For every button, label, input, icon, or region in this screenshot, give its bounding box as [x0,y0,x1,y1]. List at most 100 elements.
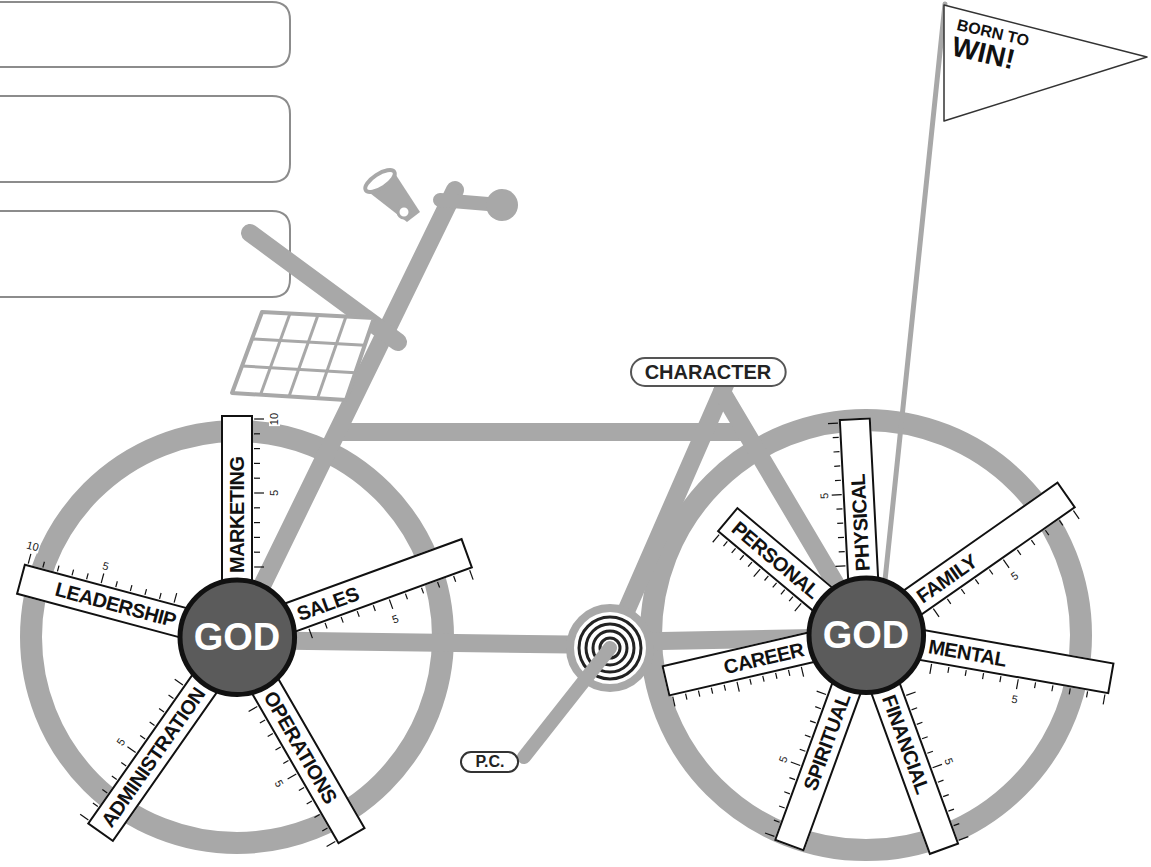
ruler-tick [789,670,790,676]
ruler-tick [469,571,472,580]
basket-grid [242,366,355,373]
ruler-tick [437,582,439,588]
flag-pole [884,4,945,590]
ruler-tick [791,762,800,765]
ruler-tick [314,814,319,817]
ruler-tick [1059,520,1062,525]
ruler-tick [260,720,265,723]
spoke-box: CAREER [662,628,831,697]
ruler-tick [130,585,132,591]
hub-circle: GOD [177,577,298,698]
ruler-tick [254,478,260,479]
ruler-tick [916,722,922,724]
pedal-text: P.C. [475,754,504,770]
ruler-tick [815,707,821,709]
ruler-tick [817,692,826,695]
ruler-tick [175,679,183,685]
ruler-tick [673,697,675,707]
ruler-tick [1073,511,1079,519]
ruler-tick [789,596,793,601]
flag-text-block: BORN TOWIN! [949,17,1030,76]
ruler-tick [1087,691,1088,697]
ruler-tick [254,566,264,567]
ruler-tick [115,581,117,587]
ruler-tick [837,523,843,525]
ruler-tick [268,733,273,736]
ruler-tick [911,707,917,709]
crank-arm [524,648,610,757]
pedal-shape [461,752,518,772]
ruler-tick [140,735,145,738]
ruler-tick [927,751,933,753]
spoke-box: PERSONAL [717,506,846,621]
ruler-tick [699,691,700,697]
ruler-tick [737,682,739,692]
ruler-tick [307,801,312,804]
spoke-box: ADMINISTRATION [87,661,227,842]
spoke-label: MARKETING [227,456,247,573]
spoke-box: PHYSICAL [839,417,880,595]
ruler-tick [961,589,964,594]
ruler-tick [754,569,760,577]
ruler-tick [712,688,713,694]
ruler-ticks [269,538,473,638]
spoke-label: SALES [294,584,361,625]
ruler-tick [169,695,174,698]
spoke-label: CAREER [722,640,806,678]
ruler-tick [127,746,135,752]
scale-number: 5 [777,754,790,765]
ruler-tick [906,692,915,695]
ruler-tick [938,780,944,782]
note-box [0,96,290,182]
spoke-box: SALES [269,538,473,638]
ruler-tick [43,561,45,567]
scale-number: 5 [272,778,286,791]
ruler-tick [943,794,949,796]
saddle-shape [631,358,786,386]
pedal-label: P.C. [460,751,519,773]
spoke-label: FAMILY [913,551,981,607]
ruler-tick [322,828,327,831]
ruler-tick [93,803,98,806]
ruler-tick [983,673,984,679]
spoke-box: OPERATIONS [243,664,366,845]
spoke-label: OPERATIONS [260,687,340,806]
ruler-tick [1104,694,1106,704]
ruler-tick [28,554,31,564]
ruler-tick [773,582,777,587]
hub-circle: GOD [806,575,927,696]
ruler-tick [795,603,801,611]
ruler-tick [989,570,992,575]
scale-number-holder: 5 [1010,688,1021,707]
seat-tube [610,378,728,648]
ruler-tick [966,670,967,676]
ruler-tick [765,575,769,580]
spoke-label: FINANCIAL [878,692,932,796]
ruler-tick [254,537,260,538]
ruler-tick [1000,676,1001,682]
saddle-label: CHARACTER [630,357,787,387]
basket-grid [289,315,318,397]
ruler-tick [254,522,260,523]
scale-number: 5 [114,736,128,749]
spoke-label: MENTAL [927,636,1008,669]
ruler-tick [686,694,687,700]
ruler-tick [72,569,74,575]
ruler-tick [254,448,260,449]
scale-number: 10 [269,412,280,426]
scale-number-holder: 5 [813,491,831,500]
ruler-tick [810,721,816,723]
ruler-tick [959,836,968,839]
ruler-tick [922,736,928,738]
spoke-box: MENTAL [903,626,1115,694]
scale-number: 5 [390,612,401,625]
scale-number: 5 [818,491,829,500]
ruler-tick [1045,530,1048,535]
horn-bulb [398,206,410,218]
ruler-tick [373,606,375,612]
ruler-tick [836,508,842,510]
ruler-tick [453,576,455,582]
ruler-tick [835,565,845,567]
ruler-tick [763,676,764,682]
